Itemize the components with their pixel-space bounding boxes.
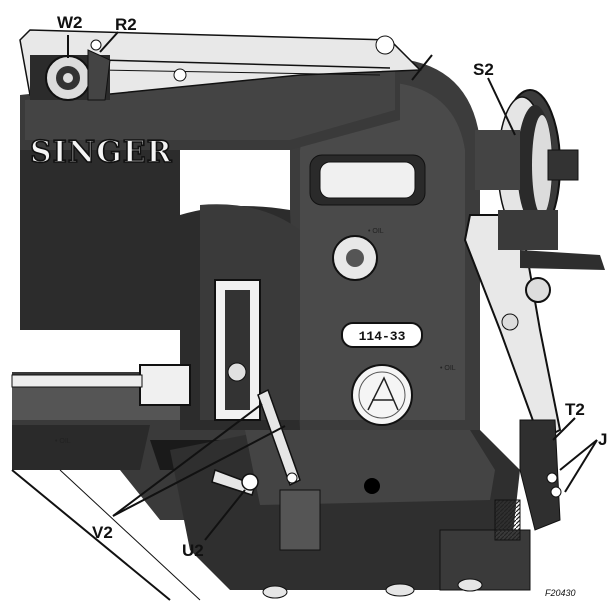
- label-v2: V2: [92, 523, 113, 542]
- leader-lines: [67, 31, 598, 541]
- oil-mark-3: • OIL: [55, 438, 71, 445]
- needle-bar-assembly: [11, 279, 261, 421]
- label-w2: W2: [57, 13, 83, 32]
- oil-mark-2: • OIL: [440, 365, 456, 372]
- model-number: 114-33: [359, 329, 406, 344]
- singer-medallion: [351, 364, 413, 426]
- linkage-levers: [211, 388, 301, 496]
- label-s2: S2: [473, 60, 494, 79]
- hand-wheel: [475, 89, 579, 241]
- oil-mark-1: • OIL: [368, 228, 384, 235]
- label-r2: R2: [115, 15, 137, 34]
- brand-name: SINGER: [30, 135, 173, 170]
- model-plate: 114-33: [341, 322, 423, 348]
- figure-id: F20430: [545, 588, 576, 598]
- label-t2: T2: [565, 400, 585, 419]
- label-u2: U2: [182, 541, 204, 560]
- column-base: [170, 420, 531, 599]
- label-j: J: [598, 430, 607, 449]
- lifter-lever: [463, 210, 605, 541]
- thread-tension-assembly: [30, 39, 111, 101]
